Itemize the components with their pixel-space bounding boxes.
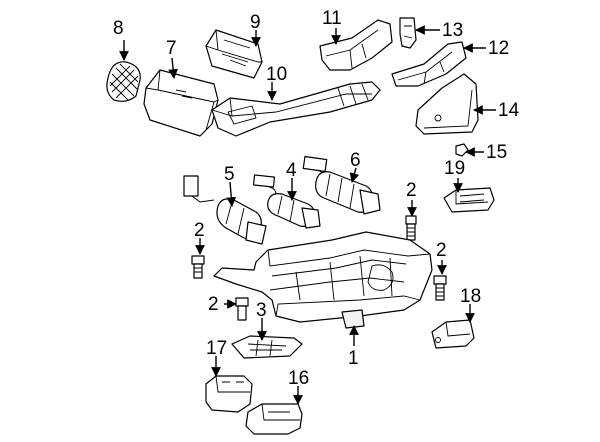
callout-5: 5 [224,164,235,185]
part-19-switch-housing [443,187,495,213]
part-2-bolt-lower [235,297,249,321]
callout-3: 3 [256,300,267,321]
callout-6: 6 [350,150,361,171]
part-14-shield [415,73,479,135]
part-13-clip [399,17,417,49]
callout-1: 1 [348,348,359,369]
part-17-switch-cover [205,375,253,413]
callout-13: 13 [442,20,463,41]
part-7-cover [143,69,219,137]
part-2-bolt-upper-right [405,215,417,241]
part-6-motor [302,155,381,215]
part-15-plug [455,143,469,157]
callout-8: 9 [250,12,261,33]
part-5-motor [183,175,267,245]
callout-2-lower: 2 [208,294,219,315]
callout-18: 18 [460,286,481,307]
callout-17: 17 [206,338,227,359]
part-9-side-trim [211,81,381,137]
callout-14: 14 [498,100,520,121]
part-10-inner-trim [391,41,467,87]
part-11-knob [106,61,141,102]
part-4-motor [252,174,321,229]
part-2-bolt-left [191,255,205,279]
part-8-switch-module [205,29,263,79]
callout-19: 19 [444,158,465,179]
callout-10: 12 [488,38,509,59]
callout-2-upper-right: 2 [406,180,417,201]
callout-9: 10 [266,64,287,85]
callout-15: 15 [486,142,507,163]
callout-7: 7 [166,38,177,59]
part-3-control-plate [231,335,303,359]
callout-4: 4 [286,160,297,181]
callout-12: 11 [322,8,342,29]
part-16-switch-bezel [245,403,303,435]
part-2-bolt-right [433,275,447,301]
part-1-seat-frame [213,231,433,329]
callout-2-left: 2 [194,220,205,241]
callouts: 8 7 9 10 11 13 12 14 15 19 6 4 5 2 2 2 2… [113,8,520,389]
part-18-bracket [431,319,475,349]
leader-lines [119,25,496,405]
callout-16: 16 [288,368,309,389]
callout-11: 8 [113,18,124,39]
callout-2-right: 2 [436,240,447,261]
part-12-bracket [319,19,393,71]
